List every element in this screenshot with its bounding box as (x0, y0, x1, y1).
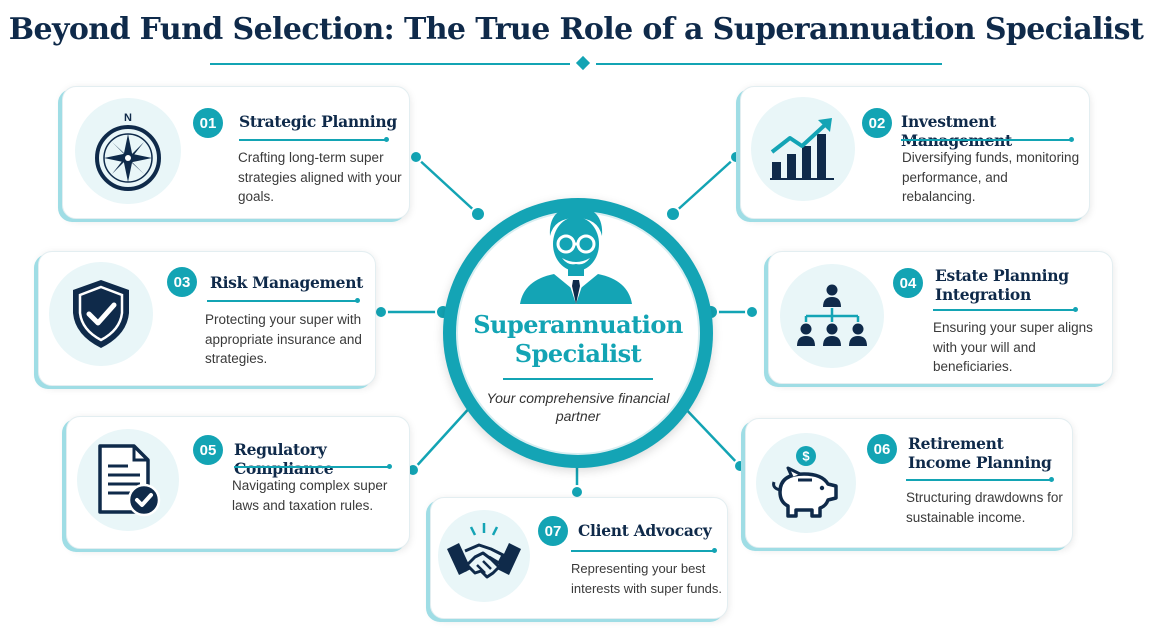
role-card-estate-planning: 04 Estate Planning Integration Ensuring … (768, 251, 1113, 384)
role-description: Crafting long-term super strategies alig… (238, 150, 402, 204)
specialist-subtitle: Your comprehensive financial partner (486, 390, 670, 424)
role-title-underline (239, 137, 389, 142)
role-description: Representing your best interests with su… (571, 561, 723, 596)
role-description: Protecting your super with appropriate i… (205, 312, 362, 366)
connector-dot (745, 305, 759, 319)
connector-05 (412, 403, 474, 471)
role-number-badge: 07 (538, 516, 568, 546)
role-number-badge: 05 (193, 435, 223, 465)
icon-badge (49, 262, 153, 366)
role-title: Regulatory Compliance (234, 440, 334, 478)
role-description: Ensuring your super aligns with your wil… (933, 320, 1093, 374)
connector-dot (665, 206, 681, 222)
title-divider-right (596, 63, 942, 65)
role-number-badge: 04 (893, 268, 923, 298)
shield-check-icon (73, 280, 129, 348)
role-card-regulatory-compliance: 05 Regulatory Compliance Navigating comp… (66, 416, 410, 549)
connector-dot (470, 206, 486, 222)
svg-text:$: $ (802, 449, 810, 464)
handshake-icon (447, 523, 521, 579)
role-card-retirement-income: $ 06 Retirement Income Planning Structur… (745, 418, 1073, 548)
connector-06 (680, 403, 741, 467)
role-title-underline (571, 548, 717, 553)
specialist-person-icon (520, 206, 632, 304)
role-title-underline (207, 298, 360, 303)
role-title-underline (933, 307, 1078, 312)
role-title: Retirement Income Planning (908, 434, 1052, 472)
role-title: Client Advocacy (578, 521, 712, 540)
role-description: Structuring drawdowns for sustainable in… (906, 490, 1063, 525)
icon-badge: $ (756, 433, 856, 533)
icon-badge (751, 97, 855, 201)
page-title: Beyond Fund Selection: The True Role of … (8, 12, 1144, 47)
role-title: Investment Management (901, 112, 1012, 150)
family-tree-icon (797, 284, 867, 346)
connector-dot (374, 305, 388, 319)
role-title: Estate Planning Integration (935, 266, 1069, 304)
document-check-icon (98, 444, 161, 517)
icon-badge: N (75, 98, 181, 204)
icon-badge (780, 264, 884, 368)
piggy-bank-icon: $ (772, 446, 838, 518)
role-description: Navigating complex super laws and taxati… (232, 478, 388, 513)
svg-text:N: N (124, 112, 132, 124)
specialist-divider (503, 378, 653, 380)
growth-chart-icon (770, 118, 834, 180)
role-number-badge: 06 (867, 434, 897, 464)
icon-badge (438, 510, 530, 602)
compass-icon: N (95, 112, 161, 191)
role-card-strategic-planning: N 01 Strategic Planning Crafting long-te… (62, 86, 410, 219)
specialist-title: Superannuation Specialist (473, 310, 683, 368)
role-card-risk-management: 03 Risk Management Protecting your super… (38, 251, 376, 386)
role-description: Diversifying funds, monitoring performan… (902, 150, 1080, 204)
role-card-client-advocacy: 07 Client Advocacy Representing your bes… (430, 497, 728, 619)
role-number-badge: 01 (193, 108, 223, 138)
role-number-badge: 03 (167, 267, 197, 297)
connector-02 (672, 156, 737, 215)
role-title-underline (906, 477, 1054, 482)
role-title-underline (234, 464, 392, 469)
title-divider-left (210, 63, 570, 65)
role-number-badge: 02 (862, 108, 892, 138)
connector-01 (415, 156, 479, 215)
role-card-investment-management: 02 Investment Management Diversifying fu… (740, 86, 1090, 219)
role-title: Strategic Planning (239, 112, 397, 131)
role-title-underline (901, 137, 1074, 142)
icon-badge (77, 429, 179, 531)
connector-dot (409, 150, 423, 164)
role-title: Risk Management (210, 273, 364, 292)
